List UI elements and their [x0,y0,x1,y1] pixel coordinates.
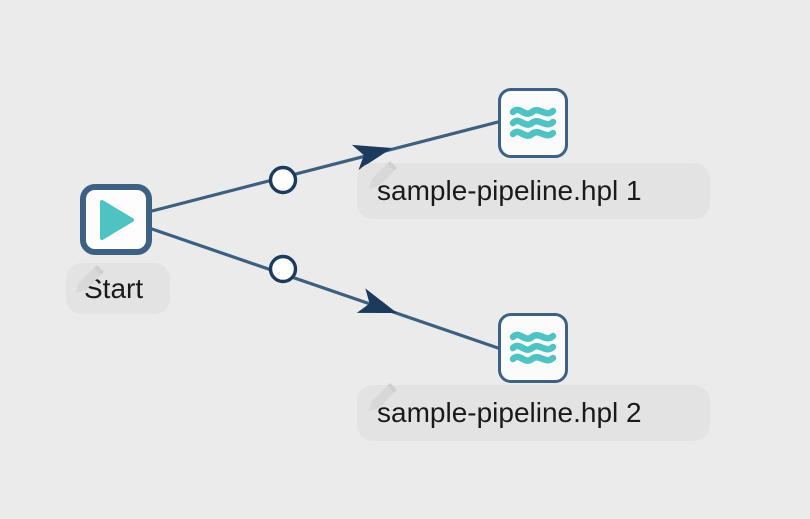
hop-start-to-pipeline-2[interactable] [150,227,500,350]
node-pipeline-2-label-pill[interactable]: sample-pipeline.hpl 2 [357,383,710,441]
node-start-label: Start [84,272,144,304]
pipeline-waves-icon [509,106,557,139]
hop-condition-circle[interactable] [268,254,298,284]
node-pipeline-1-label: sample-pipeline.hpl 1 [377,175,642,206]
node-pipeline-1[interactable] [498,88,568,158]
node-start[interactable] [80,184,152,255]
play-triangle-icon [100,199,134,240]
arrowhead-icon [356,288,397,313]
hop-line[interactable] [150,227,500,350]
hop-line[interactable] [150,120,500,213]
hop-condition-circle[interactable] [268,165,298,195]
node-pipeline-2-label: sample-pipeline.hpl 2 [377,397,642,428]
arrowhead-icon [351,144,392,171]
node-start-label-pill[interactable]: Start [66,263,170,314]
node-pipeline-2[interactable] [498,313,568,383]
hop-start-to-pipeline-1[interactable] [150,120,500,213]
node-pipeline-1-label-pill[interactable]: sample-pipeline.hpl 1 [357,161,710,219]
pipeline-waves-icon [509,331,557,364]
